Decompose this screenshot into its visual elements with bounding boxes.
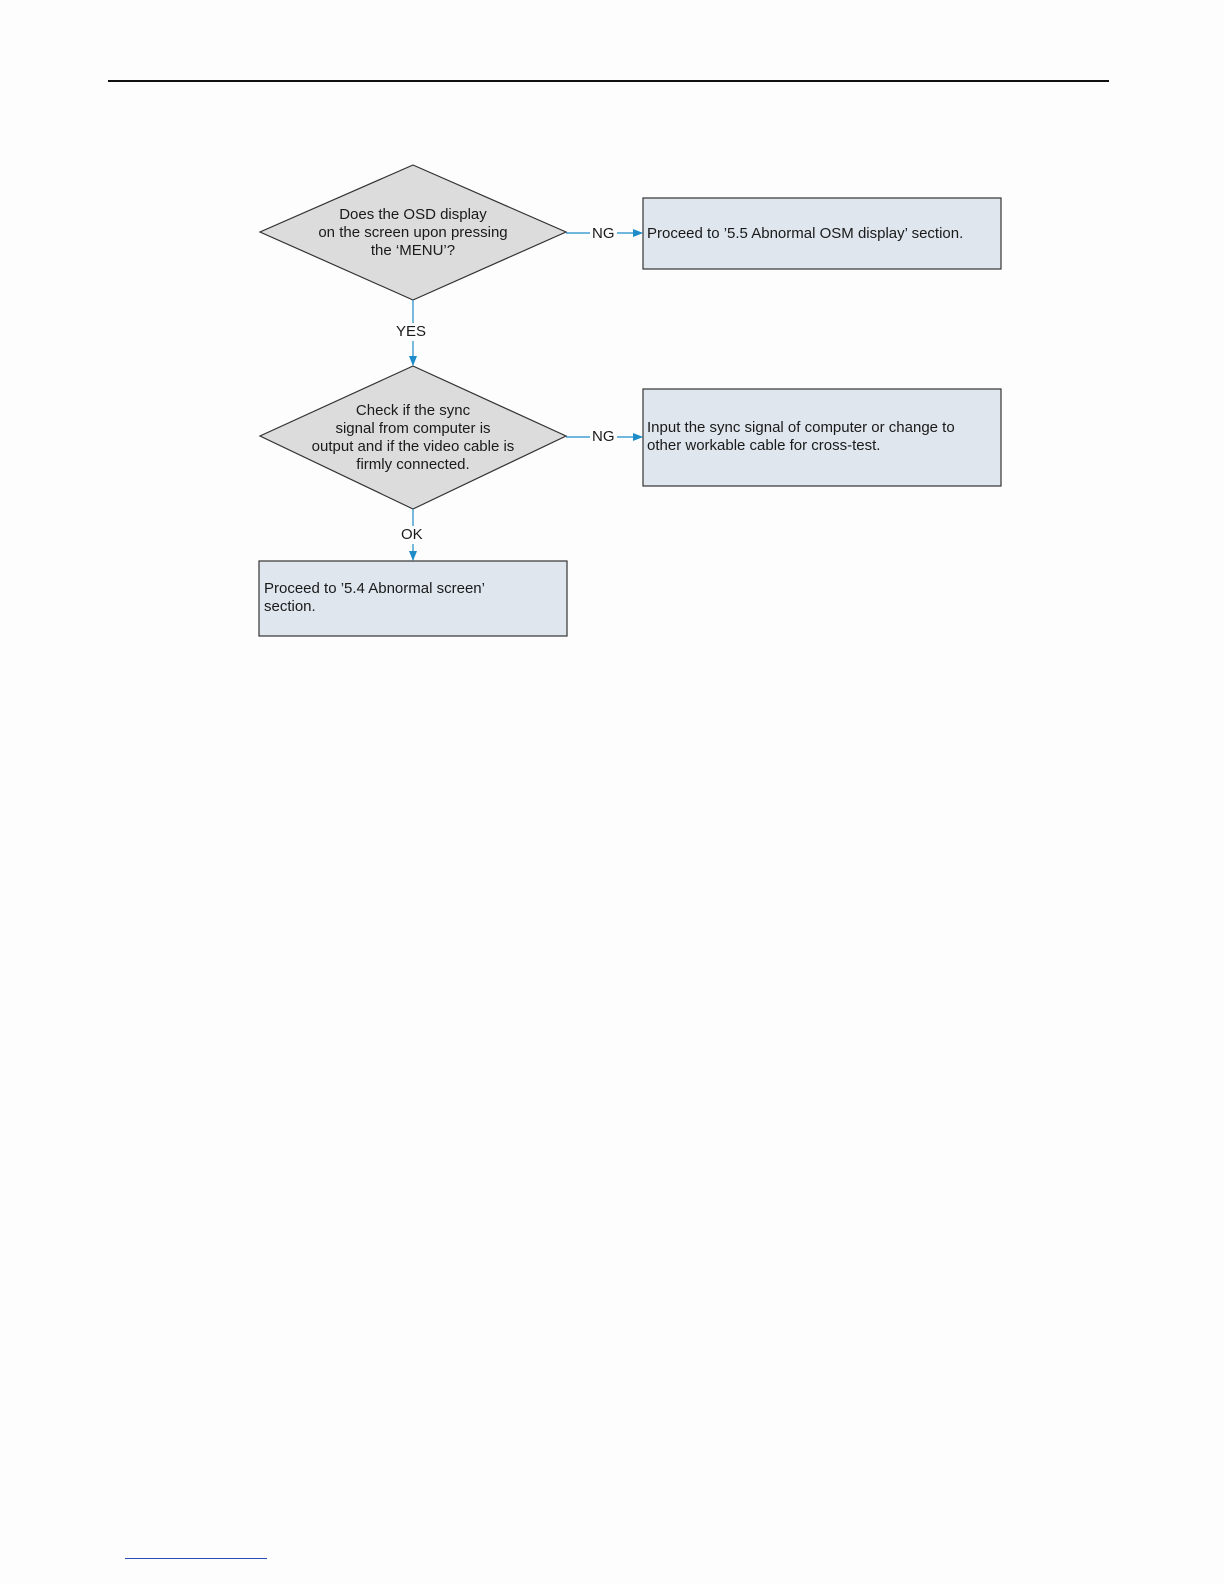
action-sync-cable-text: Input the sync signal of computer or cha… (647, 419, 997, 455)
action-screen-line: Proceed to ’5.4 Abnormal screen’ (264, 580, 485, 597)
action-screen-text: Proceed to ’5.4 Abnormal screen’ section… (264, 580, 564, 616)
flowchart (258, 164, 1002, 637)
action-screen-line: section. (264, 598, 316, 615)
action-osm-shape (642, 197, 1002, 270)
edge-label-osd-yes: YES (394, 323, 429, 341)
decision-osd-line: Does the OSD display (339, 206, 487, 223)
decision-sync-line: firmly connected. (356, 456, 470, 473)
action-sync-cable-line: Input the sync signal of computer or cha… (647, 419, 955, 436)
action-screen-shape (258, 560, 568, 637)
decision-sync-text: Check if the sync signal from computer i… (288, 402, 538, 474)
edge-label-sync-ok: OK (399, 526, 425, 544)
action-sync-cable-line: other workable cable for cross-test. (647, 437, 881, 454)
decision-osd-line: the ‘MENU’? (370, 242, 456, 259)
action-osm-line: Proceed to ’5.5 Abnormal OSM display’ se… (647, 225, 964, 242)
edge-label-osd-ng: NG (590, 225, 617, 243)
action-osm-text: Proceed to ’5.5 Abnormal OSM display’ se… (647, 225, 997, 243)
action-sync-cable-shape (642, 388, 1002, 487)
decision-osd-line: on the screen upon pressing (318, 224, 508, 241)
edge-label-sync-ng: NG (590, 428, 617, 446)
top-rule (108, 80, 1109, 82)
decision-osd-text: Does the OSD display on the screen upon … (300, 206, 526, 260)
decision-sync-line: output and if the video cable is (311, 438, 515, 455)
bottom-rule (125, 1558, 267, 1559)
decision-sync-line: Check if the sync (355, 402, 471, 419)
decision-sync-line: signal from computer is (335, 420, 491, 437)
